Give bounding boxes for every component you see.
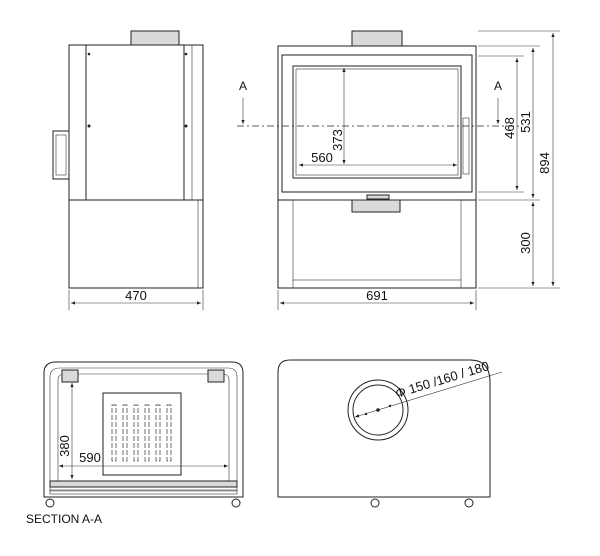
door-height-label: 468	[502, 117, 517, 139]
front-door-frame	[281, 54, 473, 193]
side-door-handle	[52, 130, 70, 180]
section-glass-rail	[49, 480, 238, 488]
flue-outer-ring	[347, 379, 409, 441]
front-ash-tray	[351, 199, 401, 213]
body-height-label: 531	[518, 111, 533, 133]
total-height-label: 894	[537, 152, 552, 174]
glass-height-label: 373	[330, 129, 345, 151]
section-back-plate	[102, 392, 182, 476]
section-marker-right: A	[494, 79, 502, 93]
side-view: 470	[52, 30, 204, 310]
top-outline	[277, 359, 491, 498]
front-view: A A 373 560 691	[237, 30, 520, 310]
section-width-label: 590	[79, 450, 101, 465]
stand-height-label: 300	[518, 232, 533, 254]
section-marker-left: A	[239, 79, 247, 93]
side-stand	[68, 199, 204, 289]
section-height-label: 380	[57, 435, 72, 457]
front-stand	[277, 199, 477, 289]
front-flue-collar	[351, 30, 403, 47]
front-glass	[292, 65, 462, 179]
side-flue-collar	[130, 30, 180, 46]
flue-diameter-label: Φ 150 /160 / 180	[393, 358, 490, 401]
height-dimensions: 468 531 894 300	[478, 30, 560, 289]
top-right-foot	[464, 498, 474, 508]
glass-width-label: 560	[311, 150, 333, 165]
section-caption: SECTION A-A	[26, 512, 103, 526]
section-left-foot	[45, 498, 55, 508]
section-air-slots	[111, 404, 172, 462]
side-width-label: 470	[125, 288, 147, 303]
section-outer-shell	[43, 361, 244, 498]
section-view: 380 590	[43, 361, 244, 508]
top-view: Φ 150 /160 / 180	[277, 358, 503, 508]
section-right-foot	[231, 498, 241, 508]
side-body	[68, 44, 204, 201]
flue-inner-ring	[352, 384, 404, 436]
top-left-foot	[370, 498, 380, 508]
front-width-label: 691	[366, 288, 388, 303]
side-panel	[85, 44, 185, 201]
front-door-handle	[462, 117, 470, 175]
